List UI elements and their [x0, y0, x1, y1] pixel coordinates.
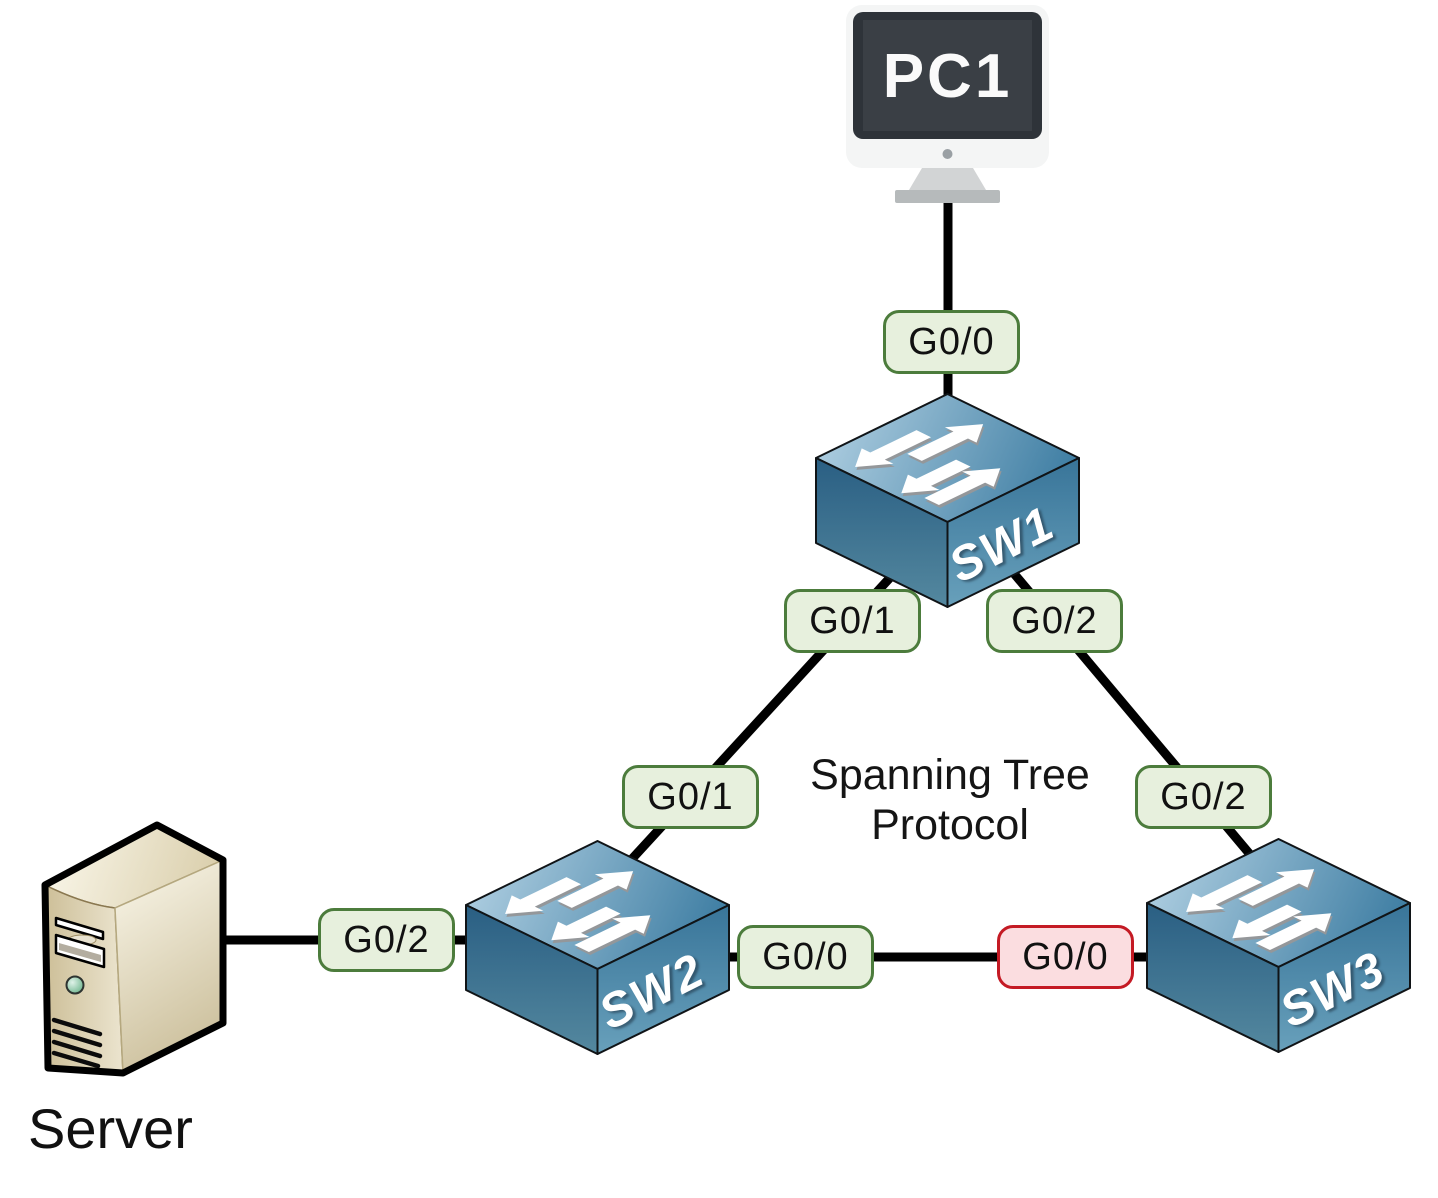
- pc1-label: PC1: [883, 42, 1013, 111]
- server-label: Server: [28, 1097, 193, 1160]
- port-label-sw2-g0-2[interactable]: G0/2: [318, 908, 455, 972]
- port-label-sw2-g0-0[interactable]: G0/0: [737, 925, 874, 989]
- node-pc1[interactable]: PC1: [845, 4, 1050, 204]
- switch-icon: SW2: [465, 840, 730, 1055]
- server-outline: [41, 821, 227, 1077]
- diagram-title: Spanning Tree Protocol: [730, 750, 1170, 850]
- node-sw2[interactable]: SW2: [465, 840, 730, 1055]
- monitor-camera-dot: [942, 149, 953, 159]
- title-line-1: Spanning Tree: [810, 751, 1090, 799]
- node-sw3[interactable]: SW3: [1146, 838, 1411, 1053]
- monitor-screen: [863, 20, 1032, 131]
- server-power-led: [65, 975, 85, 995]
- server-drive-slot: [54, 916, 105, 941]
- title-line-2: Protocol: [871, 801, 1029, 849]
- monitor-stand-base: [895, 190, 1000, 203]
- port-label-sw3-g0-0-blocked[interactable]: G0/0: [997, 925, 1134, 989]
- server-drive-bay-inner: [59, 943, 101, 962]
- switch-icon: SW3: [1146, 838, 1411, 1053]
- port-label-sw2-g0-1[interactable]: G0/1: [622, 765, 759, 829]
- port-label-sw3-g0-2[interactable]: G0/2: [1135, 765, 1272, 829]
- server-icon: [41, 821, 227, 1077]
- switch-icon: SW1: [815, 393, 1080, 608]
- monitor-stand-neck: [909, 168, 986, 190]
- pc-icon: PC1: [846, 5, 1049, 203]
- port-label-sw1-g0-0[interactable]: G0/0: [883, 310, 1020, 374]
- node-server[interactable]: [30, 818, 230, 1088]
- node-sw1[interactable]: SW1: [815, 393, 1080, 608]
- port-label-sw1-g0-1[interactable]: G0/1: [784, 589, 921, 653]
- server-vents: [51, 1017, 103, 1069]
- port-label-sw1-g0-2[interactable]: G0/2: [986, 589, 1123, 653]
